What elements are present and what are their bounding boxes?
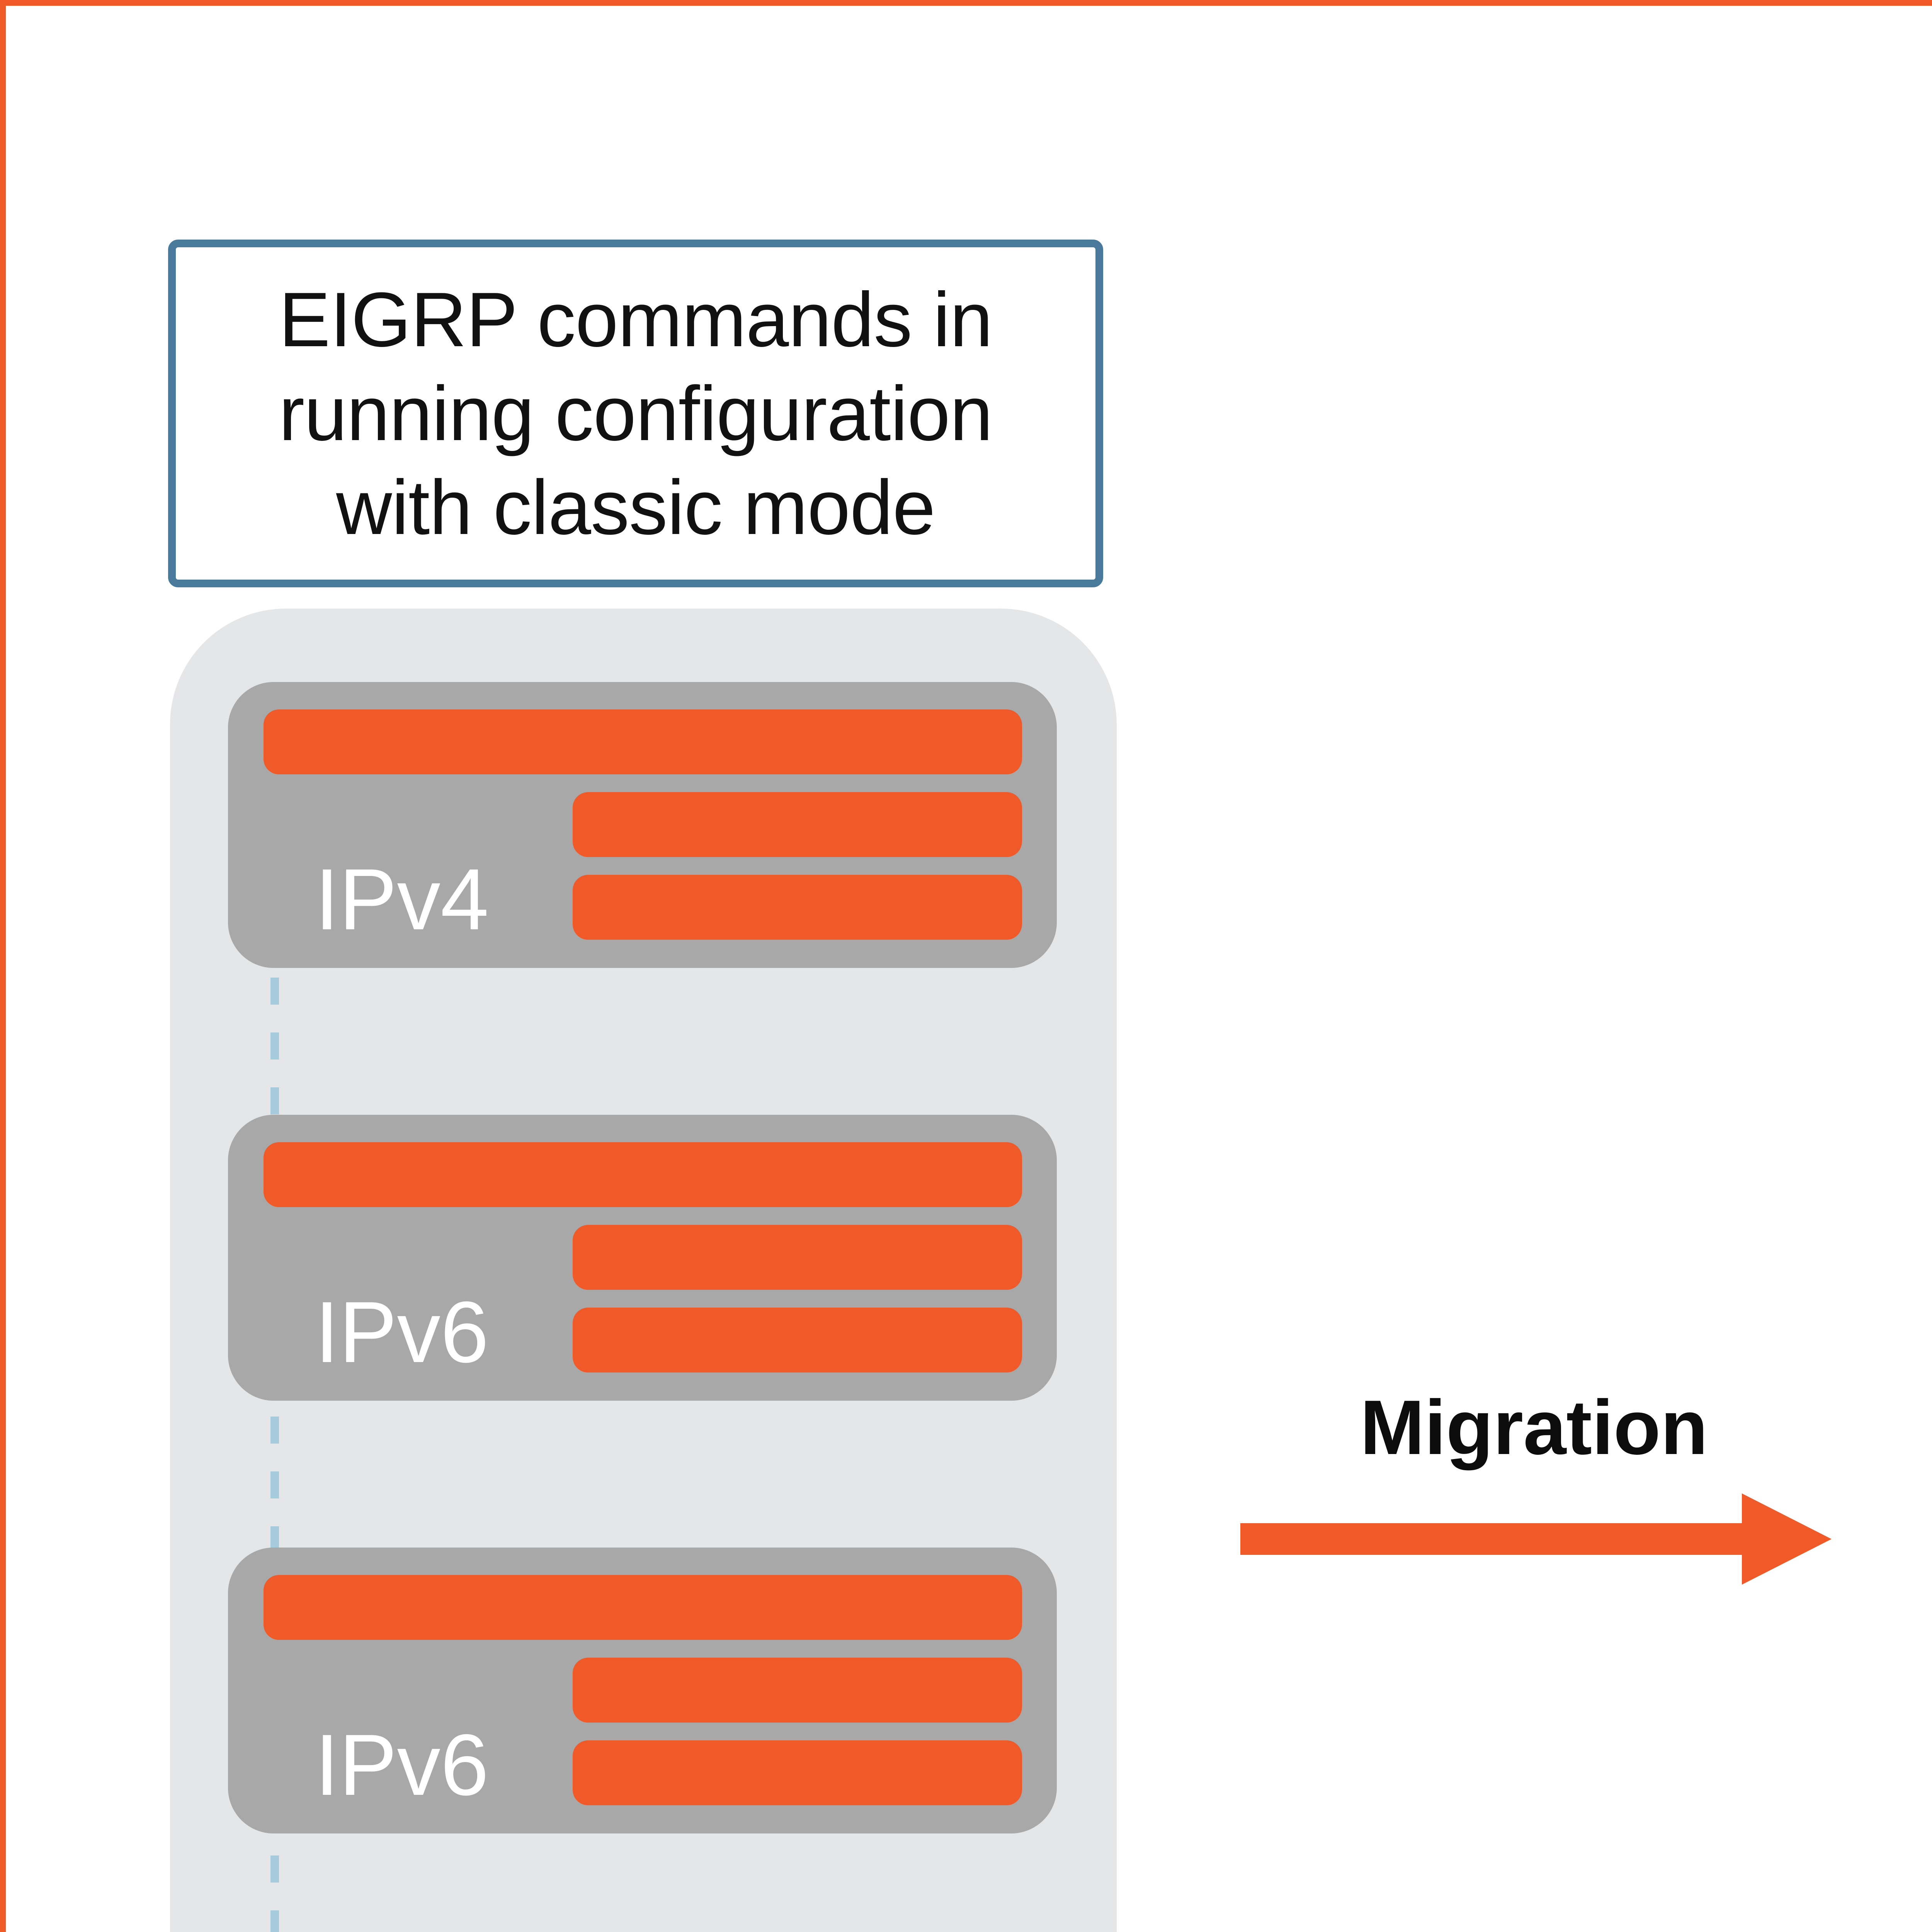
migration-arrow-shaft [1240, 1523, 1743, 1555]
command-bar-indented [573, 1740, 1022, 1805]
config-block-ipv6-lower: IPv6 [228, 1548, 1057, 1833]
migration-arrow-right-icon [1742, 1493, 1832, 1585]
config-block-ipv4-top: IPv4 [228, 682, 1057, 968]
migration-label: Migration [1360, 1384, 1708, 1471]
command-bar-full [264, 709, 1022, 774]
title-line: EIGRP commands in [279, 276, 993, 363]
title-line: with classic mode [336, 464, 935, 551]
block-label: IPv4 [315, 850, 489, 948]
command-bar-full [264, 1142, 1022, 1207]
title-line: running configuration [279, 370, 993, 457]
classic-mode-title-box: EIGRP commands in running configuration … [168, 240, 1103, 587]
config-block-ipv6-upper: IPv6 [228, 1115, 1057, 1401]
command-bar-indented [573, 792, 1022, 857]
block-label: IPv6 [315, 1283, 489, 1381]
command-bar-indented [573, 1225, 1022, 1290]
command-bar-indented [573, 1658, 1022, 1723]
classic-config-container: IPv4 IPv6 IPv6 IPv4 [170, 609, 1117, 1932]
block-label: IPv6 [315, 1716, 489, 1813]
command-bar-indented [573, 875, 1022, 940]
command-bar-full [264, 1575, 1022, 1640]
command-bar-indented [573, 1308, 1022, 1372]
